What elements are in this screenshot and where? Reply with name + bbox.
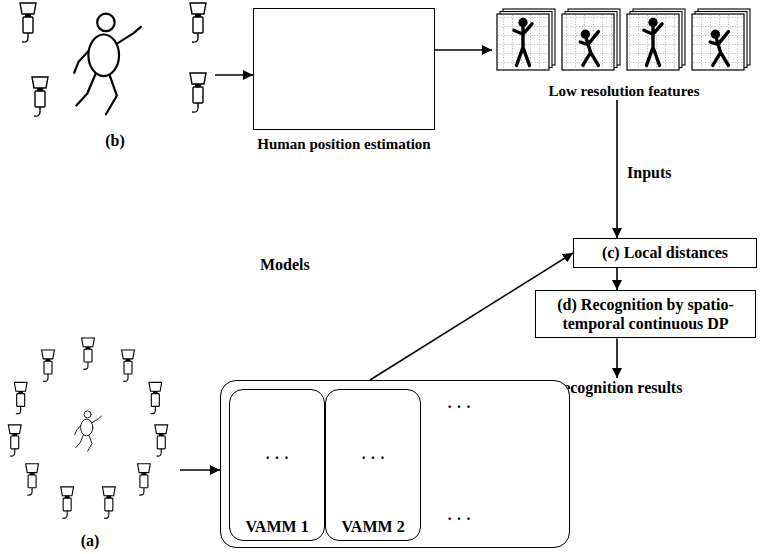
flow-arrow (616, 338, 618, 378)
model-group: · · ·· · ·· · ·VAMM 1· · ·VAMM 2 (220, 380, 570, 548)
ellipsis-text: VAMM 2 (326, 517, 420, 536)
image-stack (562, 9, 620, 70)
node-text: Human position estimation (257, 135, 430, 153)
ellipsis-text: · · · (447, 397, 471, 416)
scene-b: (b) (15, 5, 215, 150)
ellipsis-text: · · · (230, 448, 324, 467)
ellipsis-text: · · · (447, 509, 471, 528)
image-stack (627, 9, 685, 70)
flow-arrow (180, 469, 220, 471)
feature-group: Low resolution features (492, 6, 756, 100)
node-text: (a) (0, 531, 180, 550)
image-stack (497, 9, 555, 70)
flow-arrow (435, 49, 492, 51)
vamm-box: · · · VAMM 2 (325, 389, 421, 541)
flow-arrow (616, 100, 618, 238)
ellipsis-text: · · · (326, 448, 420, 467)
ellipsis-text: VAMM 1 (230, 517, 324, 536)
scene-a: (a) (0, 325, 180, 552)
camera-ring-a (8, 338, 167, 518)
image-stack (692, 9, 750, 70)
node-text: (b) (15, 131, 215, 150)
process-box: (c) Local distances (573, 238, 757, 268)
edge-label: Inputs (627, 163, 671, 182)
process-box: (d) Recognition by spatio-temporal conti… (535, 290, 756, 338)
node-text: Low resolution features (492, 82, 756, 100)
edge-label: Models (260, 255, 310, 274)
vamm-box: · · · VAMM 1 (229, 389, 325, 541)
node-text: (c) Local distances (602, 243, 728, 262)
flow-arrow (616, 268, 618, 290)
process-box: Human position estimation (253, 8, 435, 130)
flow-arrow (215, 74, 253, 76)
node-text: (d) Recognition by spatio-temporal conti… (542, 295, 749, 333)
camera-scene-b (20, 3, 206, 116)
